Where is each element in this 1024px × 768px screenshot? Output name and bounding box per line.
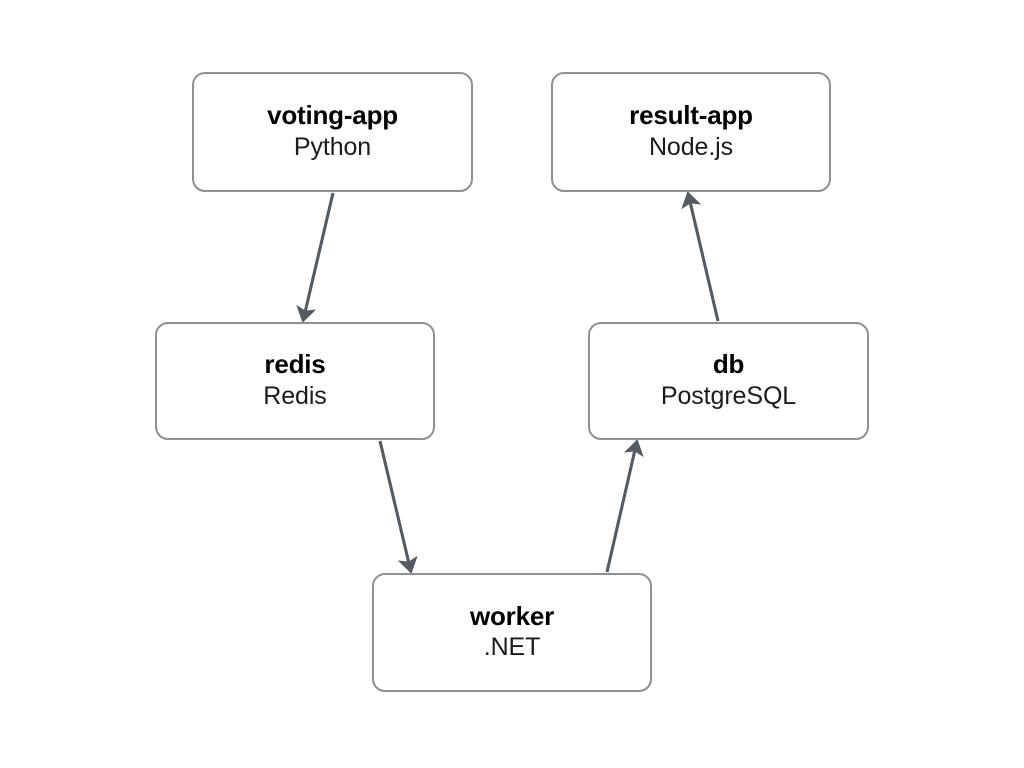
- node-subtitle: Python: [293, 132, 372, 161]
- node-result-app[interactable]: result-app Node.js: [551, 72, 831, 192]
- node-voting-app[interactable]: voting-app Python: [192, 72, 473, 192]
- node-title: voting-app: [267, 100, 398, 131]
- node-title: redis: [264, 349, 326, 380]
- node-db[interactable]: db PostgreSQL: [588, 322, 869, 440]
- edge-worker-to-db: [605, 439, 644, 573]
- node-title: db: [712, 349, 745, 380]
- edge-voting-app-to-redis: [296, 192, 335, 323]
- node-subtitle: Redis: [263, 381, 327, 410]
- node-worker[interactable]: worker .NET: [372, 573, 652, 692]
- node-subtitle: Node.js: [648, 132, 734, 161]
- node-subtitle: .NET: [483, 633, 541, 662]
- node-title: worker: [469, 600, 555, 631]
- node-subtitle: PostgreSQL: [660, 381, 797, 410]
- node-title: result-app: [629, 100, 753, 131]
- node-redis[interactable]: redis Redis: [155, 322, 435, 440]
- edge-db-to-result-app: [681, 191, 720, 322]
- edge-redis-to-worker: [378, 440, 418, 574]
